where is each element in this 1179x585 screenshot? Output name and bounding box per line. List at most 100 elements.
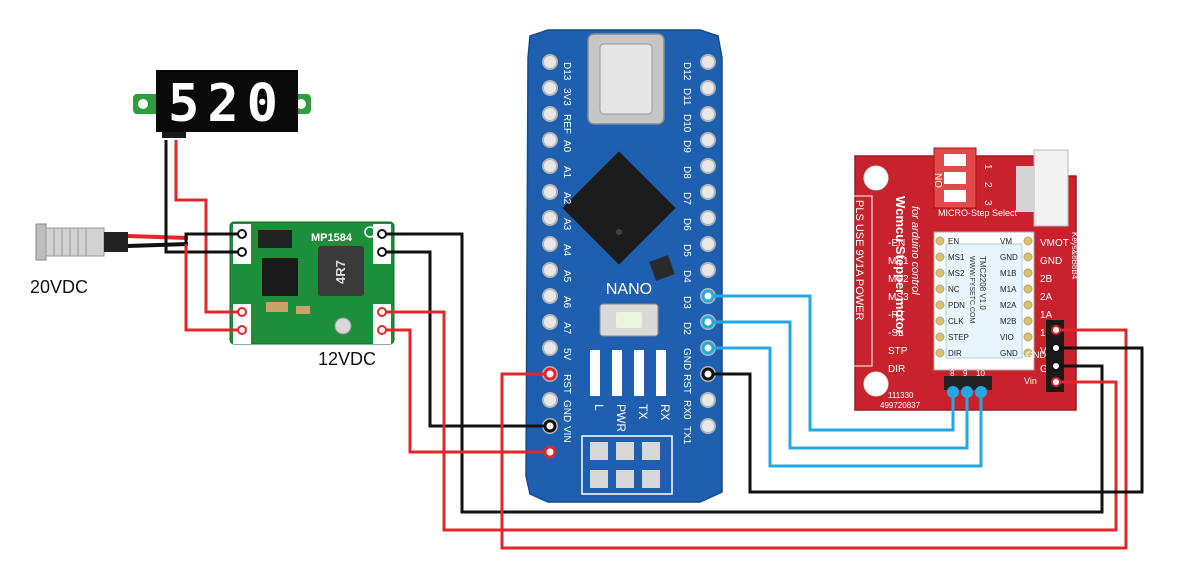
- nano-left-pin-4: [542, 158, 558, 174]
- arduino-nano: NANO D133V3REFA0A1A2A3A4A5A6A75VRSTGNDVI…: [525, 29, 723, 503]
- tmc-right-pin-1: [1023, 252, 1033, 262]
- tmc-left-pin-0: [935, 236, 945, 246]
- tmc-right-pin-label: M1A: [1000, 285, 1017, 294]
- voltmeter-display: [156, 70, 298, 132]
- nano-right-pin-13: [700, 392, 716, 408]
- wire-endpoints: [237, 229, 1061, 459]
- stepper-left-pin-label: -RT: [888, 310, 904, 321]
- board-warning: PLS USE 9V1A POWER: [853, 200, 865, 320]
- nano-right-pin-6: [700, 210, 716, 226]
- nano-left-pin-label: 5V: [561, 348, 572, 361]
- tmc-right-pin-3: [1023, 284, 1033, 294]
- buck-inductor: [318, 246, 364, 296]
- nano-right-pin-label: D3: [681, 296, 692, 309]
- nano-right-pin-label: GND: [681, 348, 692, 370]
- tmc-right-pin-0: [1023, 236, 1033, 246]
- bottom-pin-label-10: 10: [976, 369, 985, 378]
- dip-num-1: 1: [982, 164, 993, 170]
- nano-left-pin-label: 3V3: [561, 88, 572, 106]
- wires: [164, 140, 1144, 550]
- nano-left-pin-2: [542, 106, 558, 122]
- dip-switch-on-label: ON: [934, 173, 945, 188]
- tmc-left-pin-3: [935, 284, 945, 294]
- dip-num-3: 3: [982, 200, 993, 206]
- nano-right-pin-label: D11: [681, 88, 692, 106]
- nano-right-pin-3: [700, 132, 716, 148]
- tmc-left-pin-label: STEP: [948, 333, 969, 342]
- nano-right-pin-4: [700, 158, 716, 174]
- nano-left-pin-0: [542, 54, 558, 70]
- nano-left-pin-3: [542, 132, 558, 148]
- nano-left-pin-9: [542, 288, 558, 304]
- wire-buck-vin-nano: [382, 328, 550, 454]
- board-subtitle: for arduino control: [909, 206, 921, 295]
- nano-left-pin-label: A1: [561, 166, 572, 179]
- nano-led-label: TX: [636, 404, 650, 419]
- buck-chip-label: MP1584: [311, 232, 353, 244]
- voltmeter: 520: [133, 70, 311, 138]
- nano-left-pin-8: [542, 262, 558, 278]
- wire-jack-black: [184, 232, 242, 244]
- nano-left-pin-label: A6: [561, 296, 572, 309]
- stepper-right-pin-label: 2B: [1040, 274, 1053, 285]
- connector-vin-label: Vin: [1024, 376, 1037, 386]
- tmc-right-pin-7: [1023, 348, 1033, 358]
- nano-right-pin-7: [700, 236, 716, 252]
- buck-inductor-label: 4R7: [333, 260, 348, 284]
- wire-buck-vin-stepper: [382, 310, 1118, 532]
- stepper-driver-board: ON 1 2 3 MICRO-Step Select Wcmcu Stepper…: [847, 147, 1079, 411]
- dc-jack: [35, 223, 189, 261]
- nano-left-pin-6: [542, 210, 558, 226]
- nano-right-pin-label: D7: [681, 192, 692, 205]
- nano-left-pin-label: GND: [561, 400, 572, 422]
- nano-left-pin-label: A3: [561, 218, 572, 231]
- tmc-right-pin-label: VIO: [1000, 333, 1014, 342]
- nano-right-pin-label: D8: [681, 166, 692, 179]
- tmc-left-pin-label: MS1: [948, 253, 965, 262]
- buck-ic: [262, 258, 298, 296]
- nano-left-pin-label: VIN: [561, 426, 572, 443]
- voltmeter-reading: 520: [168, 74, 286, 134]
- power-header: [1046, 320, 1064, 392]
- tmc-left-pin-5: [935, 316, 945, 326]
- board-code-1: 111330: [888, 391, 914, 400]
- nano-left-pin-label: A0: [561, 140, 572, 153]
- nano-led-label: RX: [658, 404, 672, 421]
- stepper-left-pin-label: -SL: [888, 328, 904, 339]
- stepper-right-pin-label: 1A: [1040, 310, 1053, 321]
- buck-converter: MP1584 4R7: [229, 221, 395, 345]
- wire-d2: [708, 346, 983, 468]
- board-code-2: 499720837: [880, 401, 921, 410]
- buck-potentiometer: [334, 317, 352, 335]
- tmc-right-pin-5: [1023, 316, 1033, 326]
- wire-buck-gnd-stepper: [382, 232, 1104, 514]
- tmc-right-pin-4: [1023, 300, 1033, 310]
- wire-nano-gnd-right: [708, 346, 1144, 494]
- nano-right-pin-label: D2: [681, 322, 692, 335]
- nano-right-pin-1: [700, 80, 716, 96]
- stepper-left-pin-label: DIR: [888, 364, 905, 375]
- tmc-left-pin-label: EN: [948, 237, 959, 246]
- nano-left-pin-label: A5: [561, 270, 572, 283]
- nano-right-pin-label: D9: [681, 140, 692, 153]
- nano-left-pin-label: A7: [561, 322, 572, 335]
- tmc-right-pin-label: M2B: [1000, 317, 1016, 326]
- tmc-left-pin-6: [935, 332, 945, 342]
- nano-left-pin-7: [542, 236, 558, 252]
- nano-right-pin-label: D5: [681, 244, 692, 257]
- connector-gnd-label: GND: [1026, 350, 1047, 360]
- chip-line-1: TMC2208 V1.0: [978, 256, 987, 310]
- wire-d3: [708, 320, 969, 450]
- bottom-pin-label-8: 8: [950, 369, 955, 378]
- nano-left-pin-label: A2: [561, 192, 572, 205]
- nano-right-pin-0: [700, 54, 716, 70]
- nano-right-pin-label: D10: [681, 114, 692, 133]
- tmc-right-pin-label: GND: [1000, 253, 1018, 262]
- tmc-right-pin-label: VM: [1000, 237, 1012, 246]
- reset-button[interactable]: [616, 312, 642, 328]
- tmc-left-pin-label: MS2: [948, 269, 965, 278]
- tmc-right-pin-label: GND: [1000, 349, 1018, 358]
- nano-right-pin-14: [700, 418, 716, 434]
